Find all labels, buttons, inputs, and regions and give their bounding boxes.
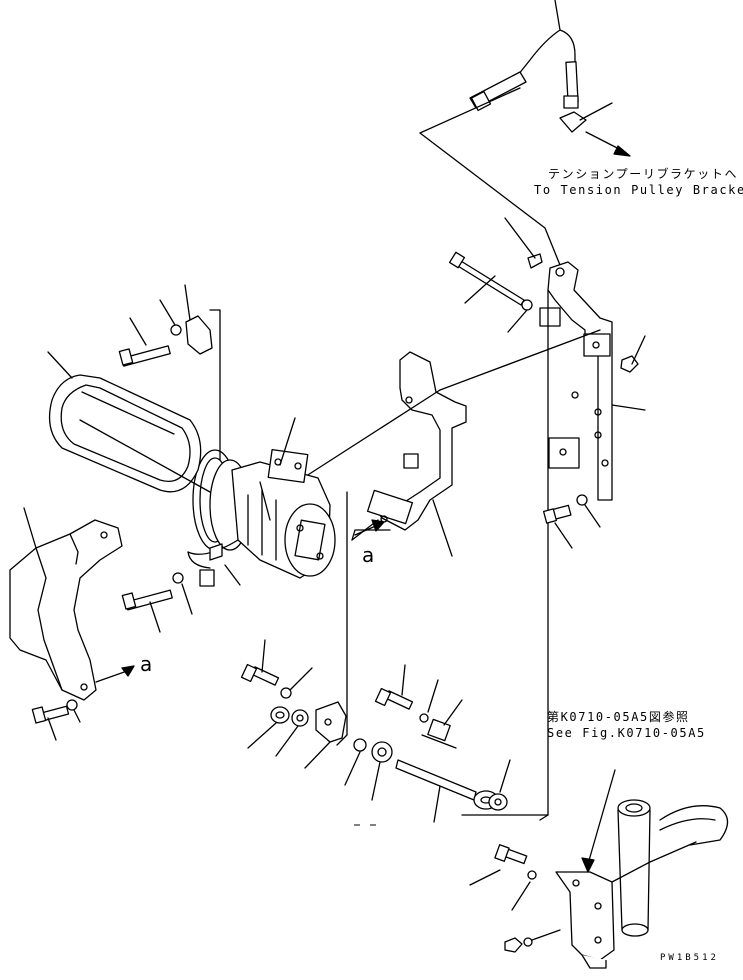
tension-bracket [450, 218, 645, 820]
receiver-dryer [470, 770, 728, 968]
arrow-a-upper [355, 520, 384, 535]
belt-cover [10, 508, 134, 700]
v-belt [48, 352, 210, 492]
compressor [188, 418, 335, 586]
marker-a-lower: a [140, 652, 153, 676]
bolts-lower-left [32, 573, 192, 740]
bolts-upper-left [119, 285, 220, 460]
tension-note-en: To Tension Pulley Bracket [534, 183, 743, 197]
adjuster-hardware [242, 640, 510, 825]
see-fig-note-en: See Fig.K0710-05A5 [547, 726, 706, 740]
hose-assembly [420, 0, 630, 265]
see-fig-note-jp: 第K0710-05A5図参照 [547, 710, 690, 724]
figure-number: PW1B512 [660, 953, 719, 963]
compressor-bracket [300, 330, 600, 745]
marker-a-upper: a [362, 543, 375, 567]
tension-note-jp: テンションプーリブラケットへ [548, 167, 739, 181]
